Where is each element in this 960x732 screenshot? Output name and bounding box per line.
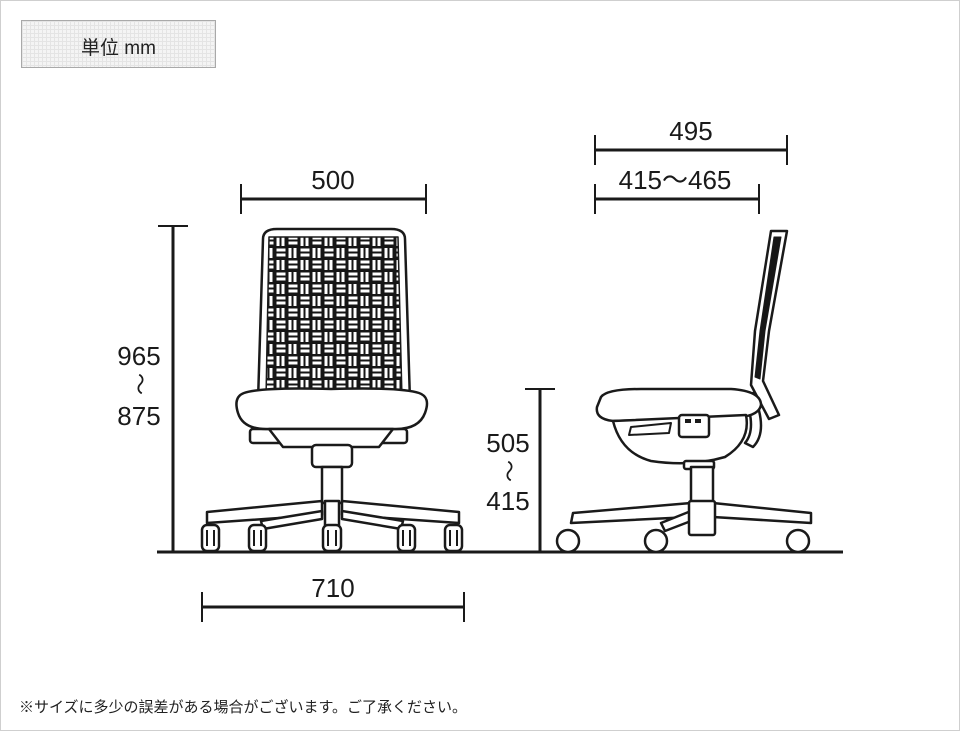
tolerance-note: ※サイズに多少の誤差がある場合がございます。ご了承ください。 xyxy=(19,699,468,716)
label-seat-depth: 415〜465 xyxy=(619,165,732,195)
label-front-height-range-mark: 〜 xyxy=(127,373,152,395)
front-view-chair xyxy=(200,227,464,553)
side-lever-detail xyxy=(695,419,701,423)
side-view-chair xyxy=(555,229,813,554)
label-front-height-max: 965 xyxy=(117,341,160,371)
front-caster xyxy=(321,523,343,553)
side-base-hub xyxy=(687,499,717,537)
side-adjust-lever xyxy=(677,413,711,439)
label-seat-height-max: 505 xyxy=(486,428,529,458)
front-backrest-mesh xyxy=(265,236,403,400)
front-caster xyxy=(247,523,268,553)
front-caster xyxy=(443,523,464,553)
side-caster xyxy=(785,528,811,554)
front-caster xyxy=(200,523,221,553)
front-cylinder-cap xyxy=(310,443,354,469)
side-seat xyxy=(595,387,763,423)
side-backrest xyxy=(749,229,789,421)
label-front-height-min: 875 xyxy=(117,401,160,431)
front-seat-underside xyxy=(267,427,395,449)
side-backrest-mesh xyxy=(754,236,782,380)
side-lever-detail xyxy=(685,419,691,423)
front-seat xyxy=(235,387,429,431)
label-seat-height-range-mark: 〜 xyxy=(496,460,521,482)
side-caster xyxy=(643,528,669,554)
unit-label-box: 単位 mm xyxy=(21,20,216,68)
unit-label: 単位 mm xyxy=(81,38,156,59)
label-front-width: 500 xyxy=(311,165,354,195)
label-depth-total: 495 xyxy=(669,116,712,146)
side-mechanism-detail xyxy=(628,422,672,436)
front-gas-cylinder xyxy=(320,465,344,505)
side-base-right xyxy=(711,501,813,525)
label-base-width: 710 xyxy=(311,573,354,603)
side-caster xyxy=(555,528,581,554)
label-seat-height-min: 415 xyxy=(486,486,529,516)
front-caster xyxy=(396,523,417,553)
